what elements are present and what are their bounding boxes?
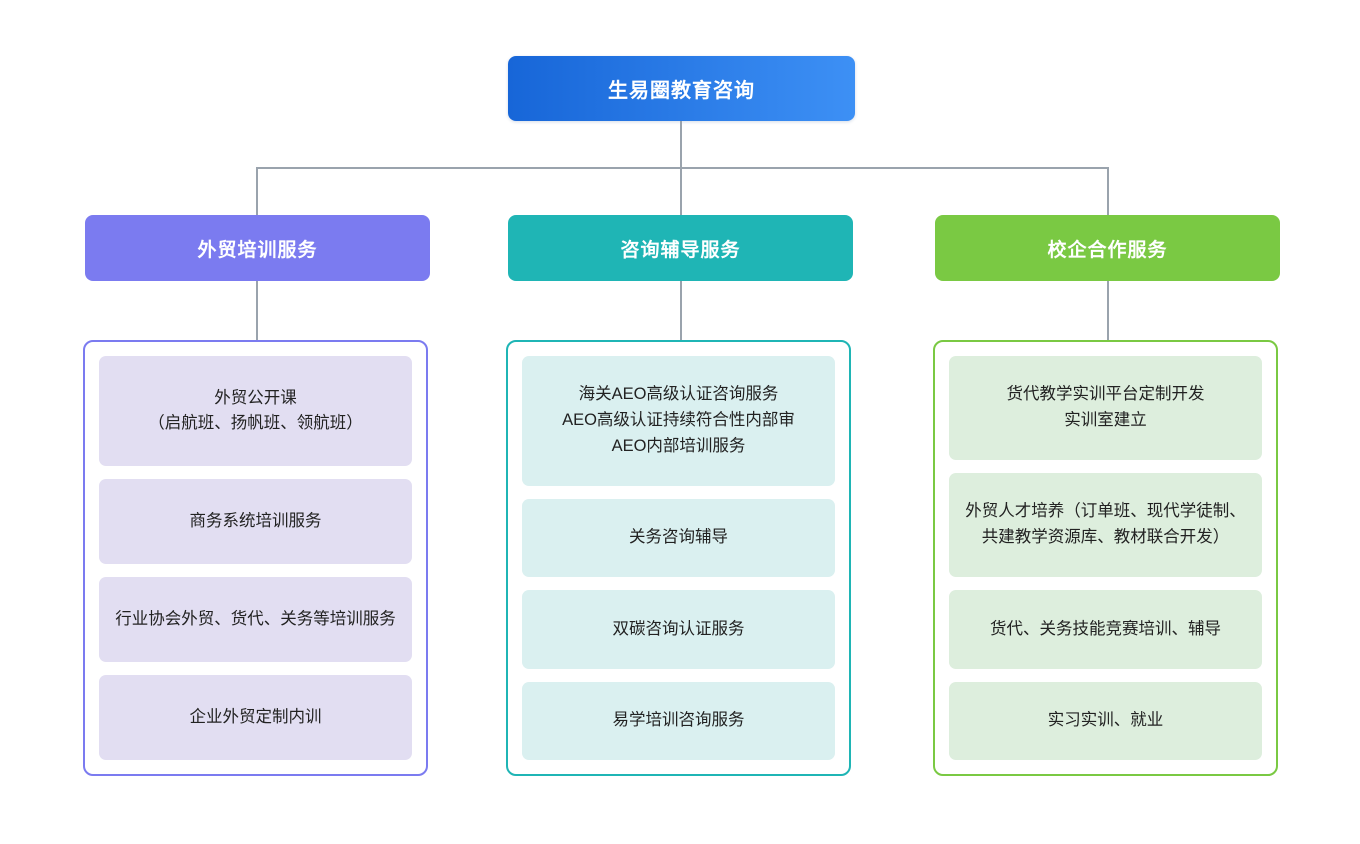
connector-root-stem: [680, 121, 682, 168]
category-header-label: 咨询辅导服务: [620, 239, 741, 261]
service-item[interactable]: 商务系统培训服务: [99, 479, 412, 565]
service-item[interactable]: 货代、关务技能竞赛培训、辅导: [949, 590, 1262, 669]
connector-branch-2: [680, 167, 682, 215]
connector-horizontal-bus: [256, 167, 1108, 169]
service-item[interactable]: 双碳咨询认证服务: [522, 590, 835, 669]
connector-header-box-3: [1107, 281, 1109, 341]
service-item[interactable]: 企业外贸定制内训: [99, 675, 412, 760]
category-box-foreign-trade-training: 外贸公开课（启航班、扬帆班、领航班） 商务系统培训服务 行业协会外贸、货代、关务…: [83, 340, 428, 776]
service-item[interactable]: 外贸人才培养（订单班、现代学徒制、共建教学资源库、教材联合开发）: [949, 473, 1262, 578]
category-header-label: 外贸培训服务: [197, 239, 318, 261]
service-item[interactable]: 行业协会外贸、货代、关务等培训服务: [99, 577, 412, 663]
category-header-consulting-coaching[interactable]: 咨询辅导服务: [508, 215, 853, 281]
service-item[interactable]: 货代教学实训平台定制开发实训室建立: [949, 356, 1262, 461]
category-header-label: 校企合作服务: [1047, 239, 1168, 261]
service-item[interactable]: 易学培训咨询服务: [522, 681, 835, 760]
service-item[interactable]: 关务咨询辅导: [522, 498, 835, 578]
connector-header-box-1: [256, 281, 258, 341]
connector-branch-1: [256, 167, 258, 215]
root-node-label: 生易圈教育咨询: [608, 80, 755, 102]
category-box-school-enterprise: 货代教学实训平台定制开发实训室建立 外贸人才培养（订单班、现代学徒制、共建教学资…: [933, 340, 1278, 776]
connector-branch-3: [1107, 167, 1109, 215]
category-header-school-enterprise[interactable]: 校企合作服务: [935, 215, 1280, 281]
connector-header-box-2: [680, 281, 682, 341]
category-header-foreign-trade-training[interactable]: 外贸培训服务: [85, 215, 430, 281]
service-item[interactable]: 外贸公开课（启航班、扬帆班、领航班）: [99, 356, 412, 467]
root-node[interactable]: 生易圈教育咨询: [508, 56, 855, 121]
service-item[interactable]: 实习实训、就业: [949, 681, 1262, 760]
